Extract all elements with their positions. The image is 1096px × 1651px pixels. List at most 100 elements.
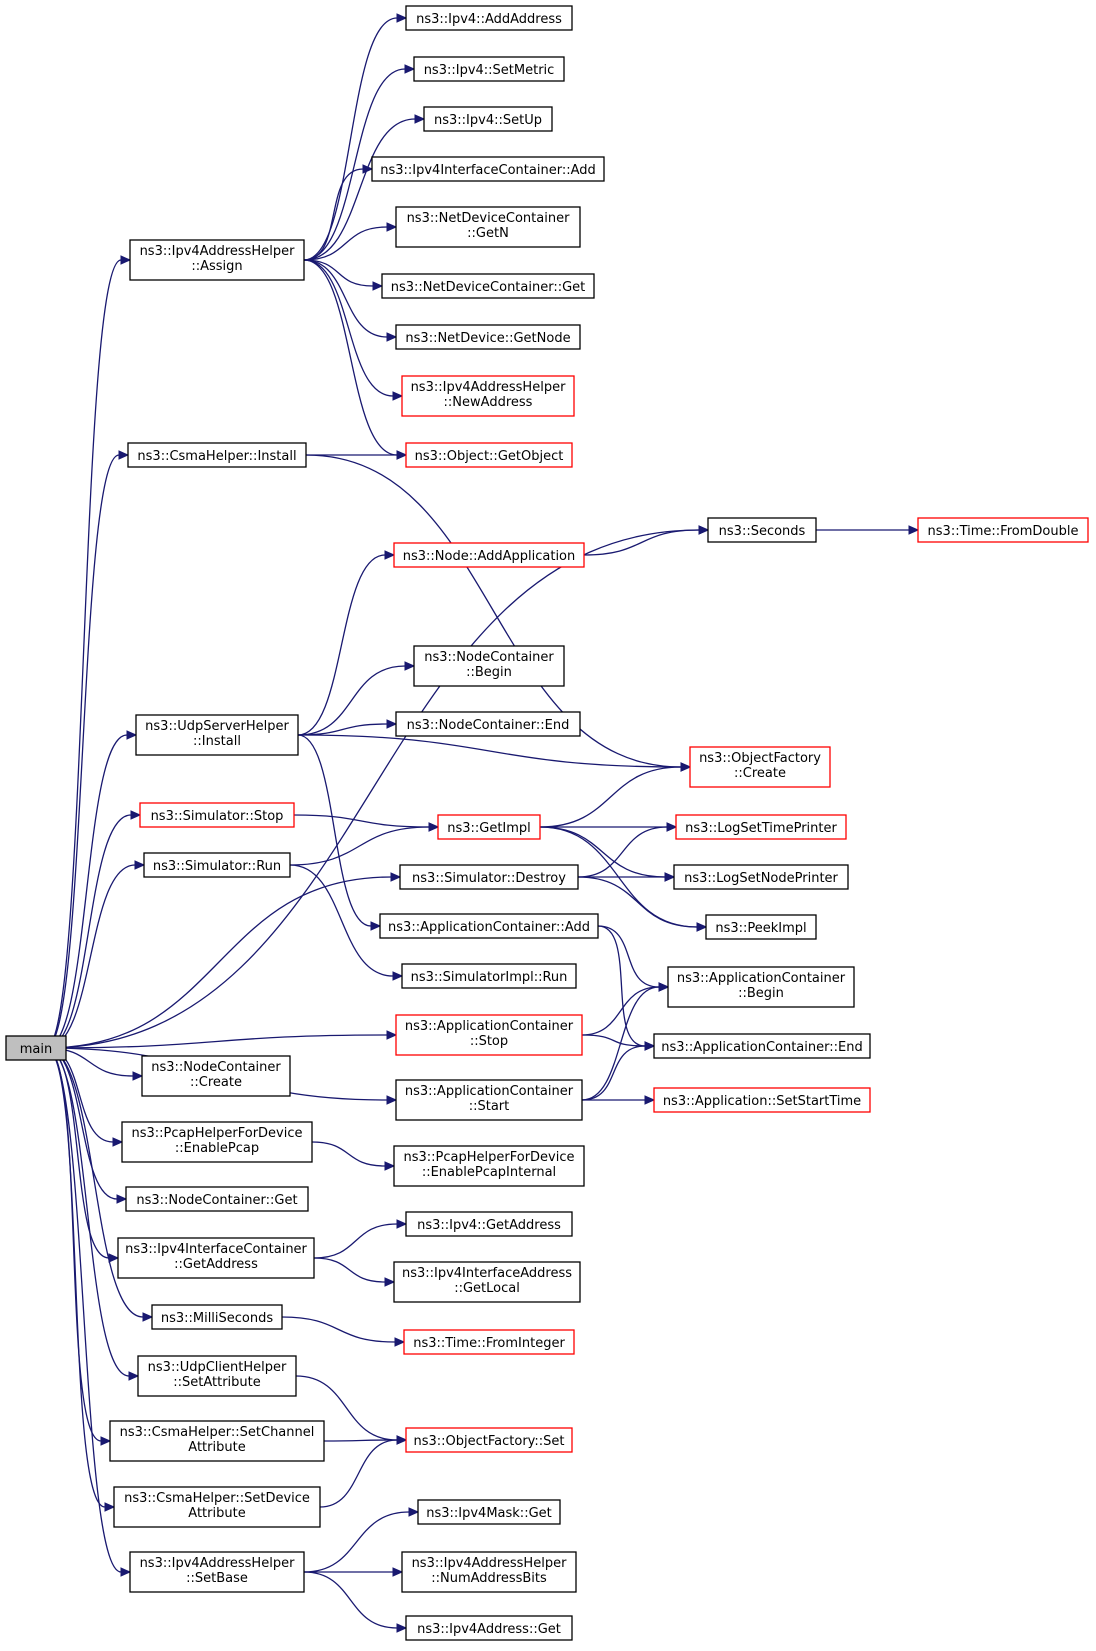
node-label: ns3::Ipv4::SetMetric [424, 63, 555, 78]
node-seconds[interactable]: ns3::Seconds [707, 517, 817, 543]
node-getnode[interactable]: ns3::NetDevice::GetNode [395, 324, 581, 350]
edge-main-simdestroy [45, 876, 392, 1049]
arrowhead [698, 525, 710, 535]
arrowhead [384, 550, 396, 560]
arrowhead [120, 1567, 132, 1577]
node-acadd[interactable]: ns3::ApplicationContainer::Add [379, 913, 599, 939]
node-acstop[interactable]: ns3::ApplicationContainer::Stop [395, 1014, 583, 1056]
node-label: ns3::ObjectFactory::Set [413, 1434, 564, 1449]
node-maskget[interactable]: ns3::Ipv4Mask::Get [417, 1499, 561, 1525]
node-assign[interactable]: ns3::Ipv4AddressHelper::Assign [129, 239, 305, 281]
node-label: ns3::PcapHelperForDevice [132, 1126, 303, 1141]
node-getobject[interactable]: ns3::Object::GetObject [405, 442, 573, 468]
node-main[interactable]: main [5, 1035, 67, 1061]
node-ndcget[interactable]: ns3::NetDeviceContainer::Get [381, 273, 595, 299]
node-logtime[interactable]: ns3::LogSetTimePrinter [675, 814, 847, 840]
node-numaddrbits[interactable]: ns3::Ipv4AddressHelper::NumAddressBits [401, 1551, 577, 1593]
arrowhead [396, 13, 408, 23]
node-box [129, 1551, 305, 1593]
node-ofcreate[interactable]: ns3::ObjectFactory::Create [689, 746, 831, 788]
node-acend[interactable]: ns3::ApplicationContainer::End [653, 1033, 871, 1059]
arrowhead [104, 1502, 116, 1512]
node-ofset[interactable]: ns3::ObjectFactory::Set [405, 1427, 573, 1453]
edge-assign-getobject [303, 259, 398, 456]
edge-main-ncget [45, 1047, 118, 1200]
node-box [141, 1055, 291, 1097]
node-addrget[interactable]: ns3::Ipv4Address::Get [405, 1615, 573, 1641]
node-label: ns3::NetDeviceContainer::Get [391, 280, 586, 295]
node-label: ns3::ApplicationContainer [677, 971, 846, 986]
node-simdestroy[interactable]: ns3::Simulator::Destroy [399, 864, 579, 890]
node-acbegin[interactable]: ns3::ApplicationContainer::Begin [667, 966, 855, 1008]
node-box [413, 645, 565, 687]
edge-udpclientsetattr-ofset [295, 1375, 398, 1441]
node-acstart[interactable]: ns3::ApplicationContainer::Start [395, 1079, 583, 1121]
node-label: ns3::CsmaHelper::SetChannel [120, 1425, 315, 1440]
node-ncend[interactable]: ns3::NodeContainer::End [395, 711, 581, 737]
edge-assign-ndcget [303, 259, 374, 287]
node-getlocal[interactable]: ns3::Ipv4InterfaceAddress::GetLocal [393, 1261, 581, 1303]
node-box [401, 963, 577, 989]
node-ificgetaddress[interactable]: ns3::Ipv4InterfaceContainer::GetAddress [117, 1237, 315, 1279]
edge-main-simstop [45, 814, 132, 1049]
node-udpserverinstall[interactable]: ns3::UdpServerHelper::Install [135, 714, 299, 756]
edge-acstart-acend [581, 1045, 646, 1101]
node-box [675, 814, 847, 840]
node-csmainstall[interactable]: ns3::CsmaHelper::Install [127, 442, 307, 468]
node-box [125, 1186, 309, 1212]
node-enablepcap[interactable]: ns3::PcapHelperForDevice::EnablePcap [121, 1121, 313, 1163]
node-box [401, 1551, 577, 1593]
node-label: ns3::ApplicationContainer::Add [388, 920, 590, 935]
edge-main-assign [45, 259, 122, 1049]
node-ncbegin[interactable]: ns3::NodeContainer::Begin [413, 645, 565, 687]
node-milliseconds[interactable]: ns3::MilliSeconds [151, 1304, 283, 1330]
node-ificadd[interactable]: ns3::Ipv4InterfaceContainer::Add [371, 156, 605, 182]
node-label: ns3::PcapHelperForDevice [404, 1150, 575, 1165]
node-label: ::Assign [191, 259, 242, 274]
node-newaddress[interactable]: ns3::Ipv4AddressHelper::NewAddress [401, 375, 575, 417]
edge-assign-setmetric [303, 68, 406, 261]
node-simimplrun[interactable]: ns3::SimulatorImpl::Run [401, 963, 577, 989]
node-setstarttime[interactable]: ns3::Application::SetStartTime [653, 1087, 871, 1113]
node-box [129, 239, 305, 281]
node-label: ns3::NodeContainer::Get [136, 1193, 297, 1208]
node-ndcgetn[interactable]: ns3::NetDeviceContainer::GetN [395, 206, 581, 248]
node-getimpl[interactable]: ns3::GetImpl [437, 814, 541, 840]
node-label: ns3::CsmaHelper::Install [137, 449, 296, 464]
node-ncget[interactable]: ns3::NodeContainer::Get [125, 1186, 309, 1212]
node-setbase[interactable]: ns3::Ipv4AddressHelper::SetBase [129, 1551, 305, 1593]
node-udpclientsetattr[interactable]: ns3::UdpClientHelper::SetAttribute [137, 1355, 297, 1397]
node-label: ::NumAddressBits [431, 1571, 547, 1586]
node-frominteger[interactable]: ns3::Time::FromInteger [403, 1329, 575, 1355]
node-label: ns3::ApplicationContainer [405, 1019, 574, 1034]
node-setup[interactable]: ns3::Ipv4::SetUp [423, 106, 553, 132]
node-label: ns3::LogSetNodePrinter [684, 871, 838, 886]
node-setmetric[interactable]: ns3::Ipv4::SetMetric [413, 56, 565, 82]
node-peekimpl[interactable]: ns3::PeekImpl [705, 914, 817, 940]
node-label: ns3::SimulatorImpl::Run [411, 970, 568, 985]
node-label: ns3::Ipv4InterfaceAddress [402, 1266, 572, 1281]
node-addapp[interactable]: ns3::Node::AddApplication [393, 542, 585, 568]
node-box [139, 802, 295, 828]
node-box [393, 1145, 585, 1187]
node-enablepcapint[interactable]: ns3::PcapHelperForDevice::EnablePcapInte… [393, 1145, 585, 1187]
node-simrun[interactable]: ns3::Simulator::Run [143, 852, 291, 878]
node-fromdouble[interactable]: ns3::Time::FromDouble [917, 517, 1089, 543]
node-box [423, 106, 553, 132]
node-addaddress[interactable]: ns3::Ipv4::AddAddress [405, 5, 573, 31]
arrowhead [134, 860, 146, 870]
node-box [917, 517, 1089, 543]
node-label: ns3::ObjectFactory [699, 751, 821, 766]
node-box [395, 206, 581, 248]
node-box [653, 1087, 871, 1113]
node-simstop[interactable]: ns3::Simulator::Stop [139, 802, 295, 828]
node-lognode[interactable]: ns3::LogSetNodePrinter [673, 864, 849, 890]
node-label: ::Begin [466, 665, 512, 680]
node-box [405, 442, 573, 468]
arrowhead [132, 1071, 144, 1081]
node-nccreate[interactable]: ns3::NodeContainer::Create [141, 1055, 291, 1097]
edge-udpserverinstall-ofcreate [297, 734, 682, 768]
node-ipv4getaddress[interactable]: ns3::Ipv4::GetAddress [405, 1211, 573, 1237]
